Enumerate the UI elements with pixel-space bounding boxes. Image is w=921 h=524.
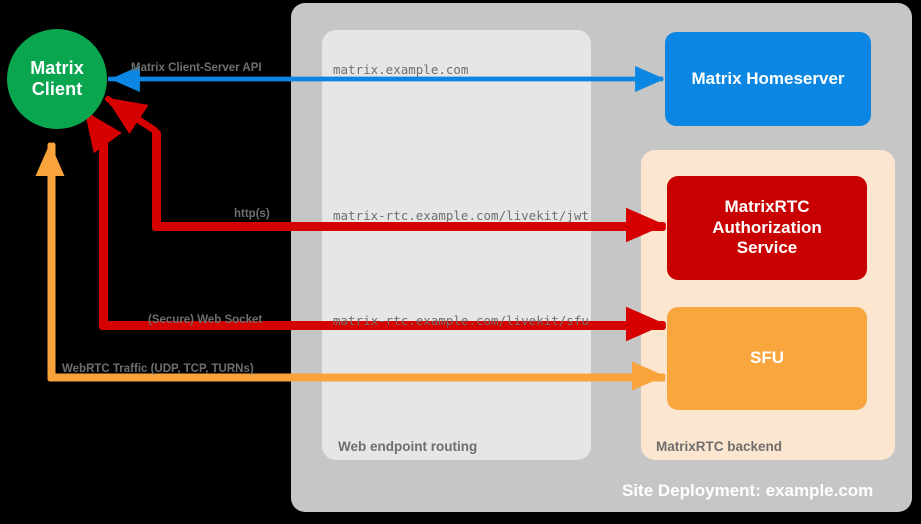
node-sfu-label: SFU [750,348,784,368]
node-matrixrtc-authorization-service[interactable]: MatrixRTC Authorization Service [667,176,867,280]
node-matrix-homeserver[interactable]: Matrix Homeserver [665,32,871,126]
zone-label-site-deployment: Site Deployment: example.com [622,481,874,500]
flow-label-webrtc: WebRTC Traffic (UDP, TCP, TURNs) [62,363,254,375]
node-auth-line1: MatrixRTC [724,197,810,217]
node-matrix-homeserver-label: Matrix Homeserver [691,68,845,88]
flow-label-https: http(s) [234,208,270,220]
endpoint-url-matrix: matrix.example.com [333,62,469,77]
zone-label-web-endpoint-routing: Web endpoint routing [338,439,478,454]
flow-arrow-https [105,96,666,243]
flow-arrow-websocket [83,110,666,342]
endpoint-url-jwt: matrix-rtc.example.com/livekit/jwt [333,208,589,223]
zone-label-matrixrtc-backend: MatrixRTC backend [656,439,783,454]
node-sfu[interactable]: SFU [667,307,867,410]
node-matrix-client-line2: Client [31,79,83,99]
web-endpoint-routing-container [322,30,591,460]
endpoint-url-sfu: matrix-rtc.example.com/livekit/sfu [333,313,589,328]
flow-label-websocket: (Secure) Web Socket [148,314,263,326]
node-matrix-client[interactable]: Matrix Client [7,29,107,129]
node-auth-line3: Service [736,238,798,258]
node-auth-line2: Authorization [712,217,822,237]
flow-label-client-server-api: Matrix Client-Server API [131,62,262,74]
flow-arrow-webrtc [35,142,666,391]
node-matrix-client-line1: Matrix [30,57,84,78]
